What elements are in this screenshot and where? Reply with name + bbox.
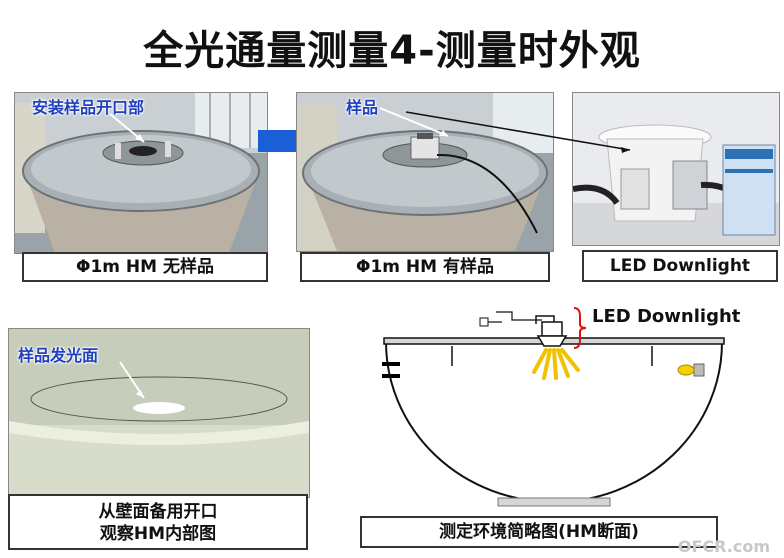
caption-hm-interior: 从壁面备用开口 观察HM内部图 (8, 494, 308, 550)
caption-hm-interior-line2: 观察HM内部图 (99, 524, 217, 544)
photo-hm-without-sample (14, 92, 268, 254)
hm-empty-image (15, 93, 267, 253)
hm-cross-section-diagram (382, 307, 725, 507)
pointer-arrow-4 (119, 361, 145, 399)
sample-label: 样品 (346, 98, 379, 117)
photo-hm-with-sample (296, 92, 554, 252)
caption-hm-with-sample: Φ1m HM 有样品 (300, 252, 550, 282)
page-title: 全光通量测量4-测量时外观 (143, 28, 641, 74)
sample-emitting-surface-label: 样品发光面 (18, 346, 99, 365)
caption-hm-interior-line1: 从壁面备用开口 (98, 502, 218, 522)
hm-sample-image (297, 93, 553, 251)
sample-opening-label: 安装样品开口部 (32, 98, 145, 117)
caption-cross-section: 测定环境简略图(HM断面) (360, 516, 718, 548)
led-downlight-image (573, 93, 779, 245)
caption-led-downlight: LED Downlight (582, 250, 778, 282)
caption-hm-without-sample: Φ1m HM 无样品 (22, 252, 268, 282)
hm-interior-image (9, 329, 309, 497)
photo-led-downlight (572, 92, 780, 246)
watermark: OFCR.com (677, 537, 770, 556)
pointer-arrow-1 (109, 113, 145, 143)
diagram-led-downlight-label: LED Downlight (592, 306, 741, 327)
